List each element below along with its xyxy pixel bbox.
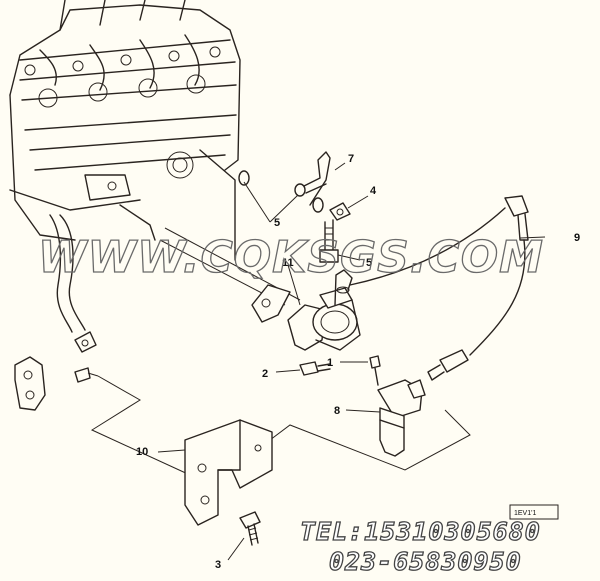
reference-tag-text: 1EV1'1 — [514, 510, 536, 517]
callout-3: 3 — [215, 559, 221, 571]
callout-2: 2 — [262, 368, 268, 380]
fuel-line-7 — [238, 151, 351, 221]
contact-tel: TEL:15310305680 — [299, 516, 541, 546]
callout-11: 11 — [282, 257, 294, 269]
engine-block — [9, 0, 241, 353]
inlet-fitting — [319, 219, 339, 263]
callout-9: 9 — [574, 232, 580, 244]
watermark-text: WWW.CQKSGS.COM — [38, 232, 544, 283]
callout-labels: 7 4 5 5 11 9 1 2 8 10 3 — [136, 153, 580, 571]
callout-7: 7 — [348, 153, 354, 165]
leader-lines — [157, 162, 546, 561]
reference-tag: 1EV1'1 — [509, 504, 559, 520]
mounting-bracket — [184, 419, 273, 526]
fuel-hose-9 — [349, 195, 529, 381]
callout-10: 10 — [136, 446, 148, 458]
callout-4: 4 — [370, 185, 377, 197]
fuel-filter — [369, 355, 426, 457]
callout-1: 1 — [327, 357, 333, 369]
fuel-lift-pump — [251, 269, 361, 351]
contact-phone: 023-65830950 — [328, 546, 522, 576]
bolt-3 — [239, 511, 261, 546]
callout-5a: 5 — [274, 217, 280, 229]
bolt-2 — [299, 361, 331, 376]
callout-8: 8 — [334, 405, 340, 417]
left-mount-plate — [14, 356, 99, 411]
callout-5b: 5 — [366, 257, 372, 269]
